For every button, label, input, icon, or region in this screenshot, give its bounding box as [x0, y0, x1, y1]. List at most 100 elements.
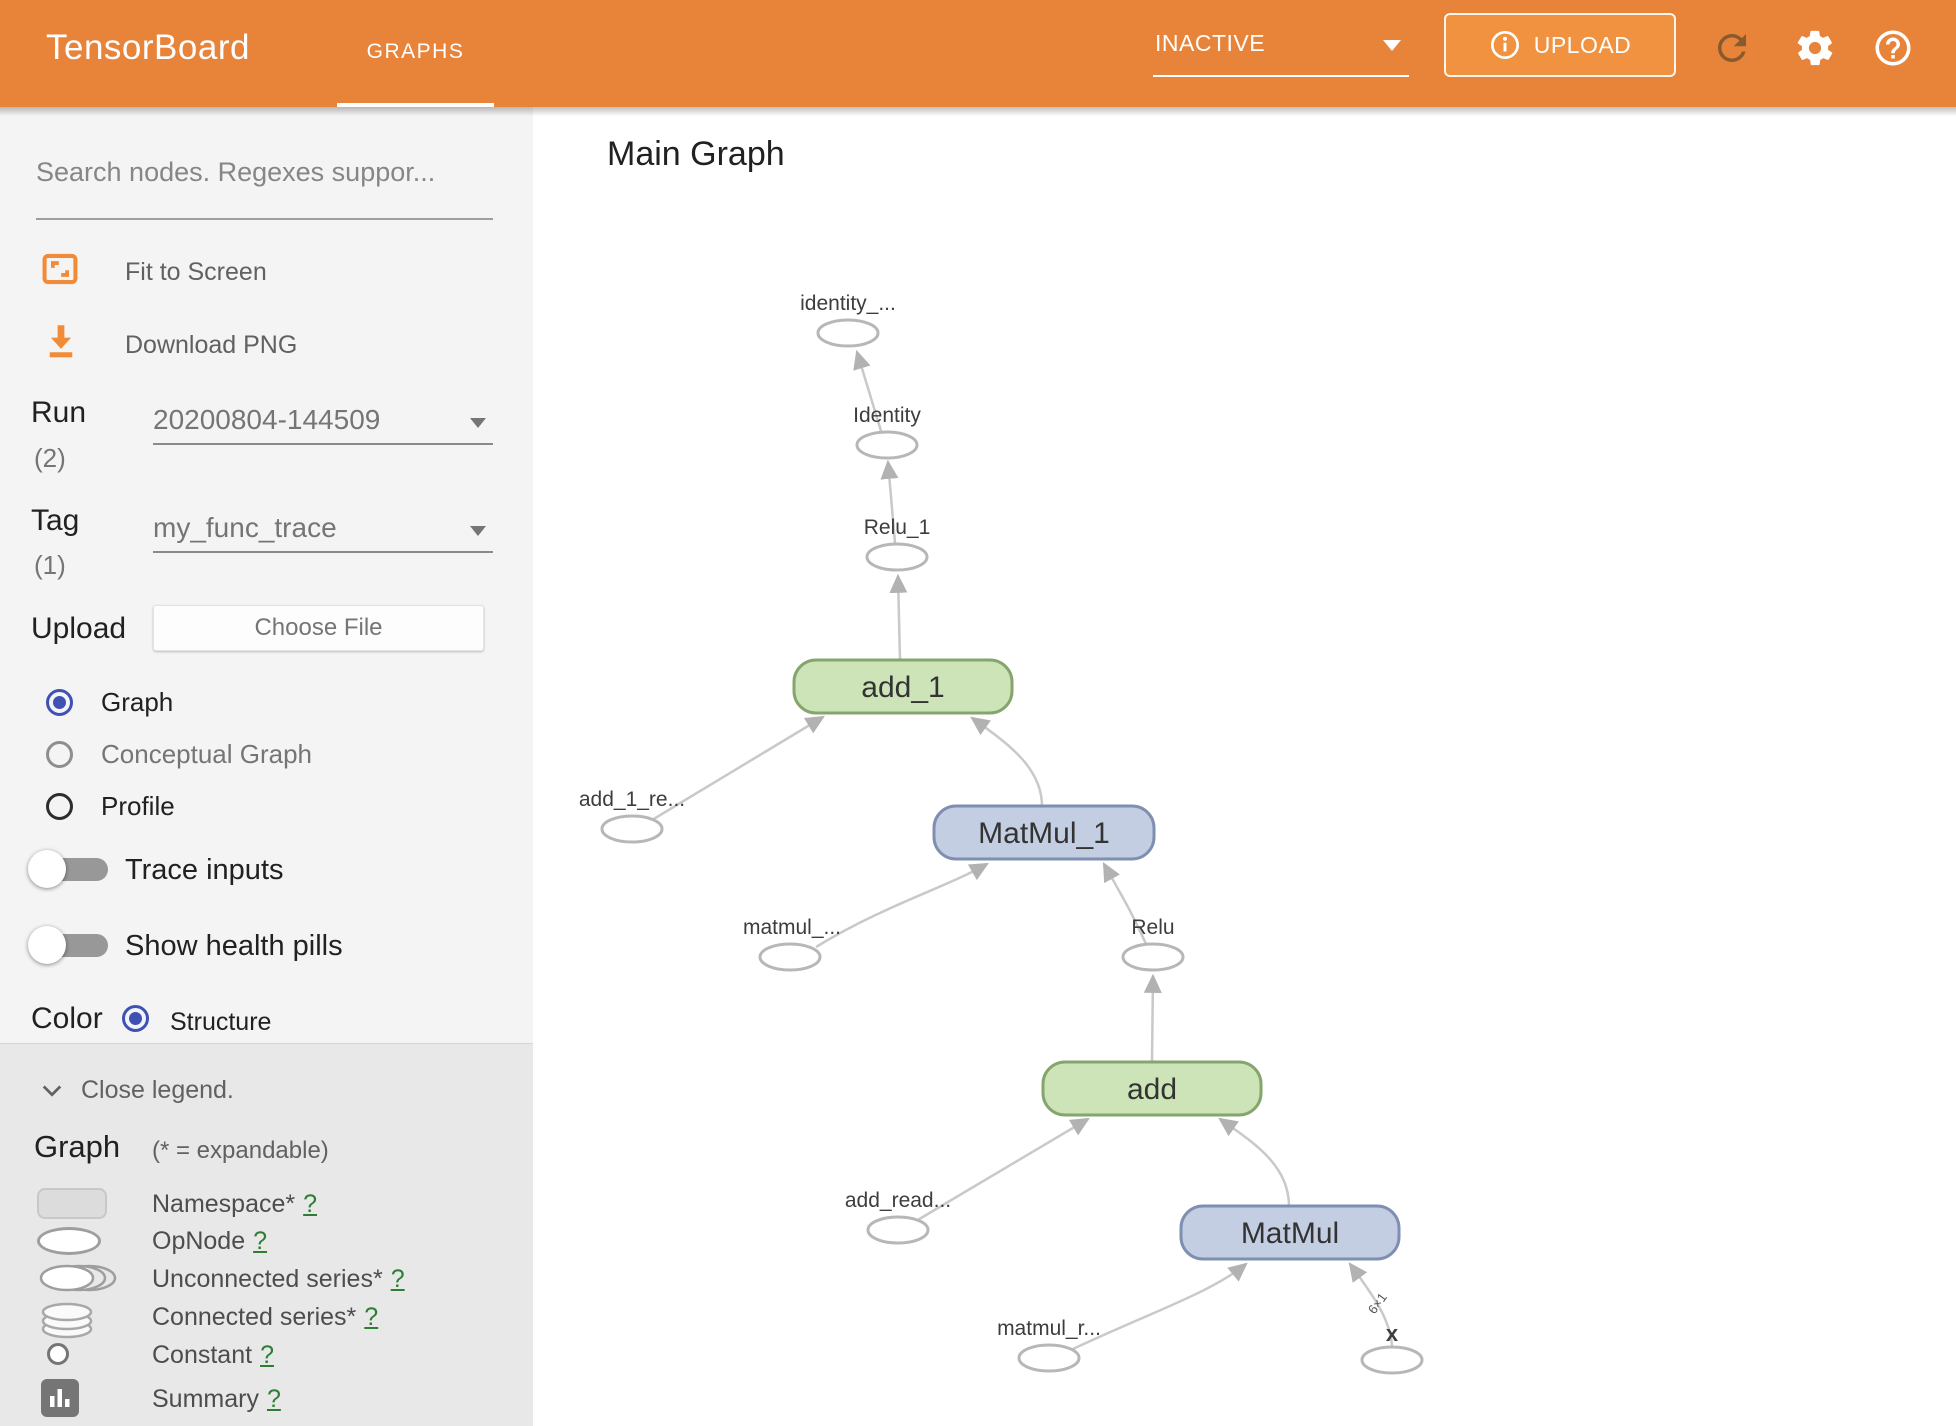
- node-identity-ellipse[interactable]: [855, 430, 919, 460]
- download-icon[interactable]: [43, 321, 79, 361]
- radio-color-structure[interactable]: [122, 1005, 149, 1032]
- edge-add-to-relu: [1143, 973, 1162, 1063]
- tag-caret-icon[interactable]: [470, 526, 486, 536]
- node-add[interactable]: [1041, 1060, 1263, 1117]
- run-count: (2): [34, 443, 66, 473]
- app-logo: TensorBoard: [46, 28, 250, 67]
- radio-graph[interactable]: Graph: [46, 687, 173, 718]
- show-health-pills-label: Show health pills: [125, 930, 343, 962]
- unconnected-series-swatch: [39, 1264, 117, 1292]
- radio-conceptual-label[interactable]: Conceptual Graph: [101, 739, 313, 769]
- node-add_1_re-label: add_1_re...: [579, 788, 685, 811]
- node-add_1_re-ellipse[interactable]: [600, 814, 664, 844]
- legend-item-connected-series: Connected series*?: [152, 1303, 379, 1331]
- help-icon[interactable]: [1872, 27, 1914, 69]
- refresh-icon[interactable]: [1711, 27, 1753, 69]
- help-link[interactable]: ?: [260, 1341, 274, 1369]
- node-relu_1-ellipse[interactable]: [865, 542, 929, 572]
- node-relu_1-label: Relu_1: [864, 516, 931, 539]
- trace-inputs-label: Trace inputs: [125, 854, 284, 886]
- node-relu-ellipse[interactable]: [1121, 942, 1185, 972]
- help-link[interactable]: ?: [364, 1303, 379, 1331]
- node-add_read-label: add_read...: [845, 1189, 951, 1212]
- radio-graph-circle[interactable]: [46, 689, 73, 716]
- node-add_read-ellipse[interactable]: [866, 1215, 930, 1245]
- edge-identity-to-identity_: [853, 349, 883, 432]
- status-dropdown-value[interactable]: INACTIVE: [1155, 30, 1266, 56]
- node-matmul_r-label: matmul_r...: [997, 1317, 1101, 1340]
- page-title: Main Graph: [607, 135, 785, 173]
- status-dropdown[interactable]: INACTIVE: [1153, 0, 1409, 107]
- edge-add1-to-relu1: [889, 573, 908, 661]
- legend-title: Graph: [34, 1129, 121, 1164]
- choose-file-button[interactable]: Choose File: [153, 605, 484, 651]
- radio-profile-label[interactable]: Profile: [101, 791, 175, 821]
- opnode-swatch: [37, 1227, 101, 1255]
- close-legend-button[interactable]: Close legend.: [41, 1076, 234, 1105]
- download-png-button[interactable]: Download PNG: [125, 331, 298, 359]
- chevron-down-icon: [42, 1084, 62, 1097]
- show-health-pills-toggle-thumb[interactable]: [28, 926, 66, 964]
- chevron-down-icon[interactable]: [1383, 40, 1401, 51]
- main-graph-panel: Main Graph 6×1 add_1: [533, 107, 1956, 1426]
- help-link[interactable]: ?: [266, 1385, 281, 1413]
- trace-inputs-toggle-thumb[interactable]: [28, 850, 66, 888]
- legend-item-namespace: Namespace*?: [152, 1190, 318, 1218]
- fit-to-screen-icon[interactable]: [41, 250, 79, 288]
- graph-canvas[interactable]: 6×1 add_1 MatMul_1 add MatMul identity_.…: [533, 107, 1956, 1426]
- legend-item-constant: Constant?: [152, 1341, 274, 1369]
- help-link[interactable]: ?: [390, 1265, 405, 1293]
- node-add_1[interactable]: [792, 658, 1014, 715]
- help-link[interactable]: ?: [253, 1227, 268, 1255]
- edge-x-to-matmul: [1348, 1262, 1394, 1347]
- edge-shape-label: 6×1: [1365, 1290, 1390, 1317]
- node-identity_-ellipse[interactable]: [816, 318, 880, 348]
- node-matmul_1[interactable]: [932, 804, 1156, 861]
- node-matmul-label: MatMul: [1241, 1217, 1339, 1250]
- edge-matmulr-to-matmul: [1072, 1262, 1248, 1351]
- upload-button[interactable]: UPLOAD: [1444, 13, 1676, 77]
- edge-relu-to-matmul1: [1102, 862, 1148, 945]
- edge-matmul1-to-add1: [970, 716, 1044, 807]
- node-matmul[interactable]: [1179, 1204, 1401, 1261]
- node-matmul_r-ellipse[interactable]: [1017, 1343, 1081, 1373]
- close-legend-label: Close legend.: [81, 1076, 234, 1104]
- node-identity-label: Identity: [853, 404, 921, 427]
- run-select-underline: [153, 443, 493, 445]
- bar-chart-icon: [50, 1389, 70, 1407]
- search-input[interactable]: Search nodes. Regexes suppor...: [36, 157, 436, 187]
- tab-graphs[interactable]: GRAPHS: [366, 39, 465, 63]
- sidebar: Search nodes. Regexes suppor... Fit to S…: [0, 107, 533, 1426]
- help-link[interactable]: ?: [303, 1190, 318, 1218]
- op-nodes: add_1 MatMul_1 add MatMul: [792, 658, 1401, 1261]
- upload-label: Upload: [31, 612, 127, 645]
- tab-active-underline: [337, 103, 494, 107]
- run-caret-icon[interactable]: [470, 418, 486, 428]
- radio-profile[interactable]: Profile: [46, 791, 175, 822]
- run-select[interactable]: 20200804-144509: [153, 404, 381, 435]
- legend-subtitle: (* = expandable): [152, 1137, 329, 1164]
- radio-profile-circle[interactable]: [46, 793, 73, 820]
- gear-icon[interactable]: [1794, 27, 1836, 69]
- upload-button-label: UPLOAD: [1533, 31, 1632, 58]
- legend-item-opnode: OpNode?: [152, 1227, 268, 1255]
- node-matmul_-label: matmul_...: [743, 916, 841, 939]
- edge-addread-to-add: [915, 1117, 1090, 1223]
- info-icon: [1490, 31, 1519, 59]
- graph-edges: [651, 349, 1394, 1351]
- radio-graph-label[interactable]: Graph: [101, 687, 174, 717]
- radio-conceptual-circle[interactable]: [46, 741, 73, 768]
- radio-conceptual-graph[interactable]: Conceptual Graph: [46, 739, 312, 770]
- edge-matmul-to-add: [1218, 1117, 1291, 1207]
- summary-swatch: [41, 1379, 79, 1417]
- node-x-ellipse[interactable]: [1360, 1345, 1424, 1375]
- search-underline: [36, 218, 493, 220]
- status-dropdown-underline: [1153, 75, 1409, 77]
- run-label: Run: [31, 396, 87, 429]
- node-matmul_-ellipse[interactable]: [758, 942, 822, 972]
- tag-select[interactable]: my_func_trace: [153, 512, 337, 543]
- fit-to-screen-button[interactable]: Fit to Screen: [125, 258, 267, 286]
- node-x-label: x: [1386, 1321, 1399, 1346]
- color-label: Color: [31, 1002, 103, 1035]
- edge-add1re-to-add1: [651, 715, 825, 822]
